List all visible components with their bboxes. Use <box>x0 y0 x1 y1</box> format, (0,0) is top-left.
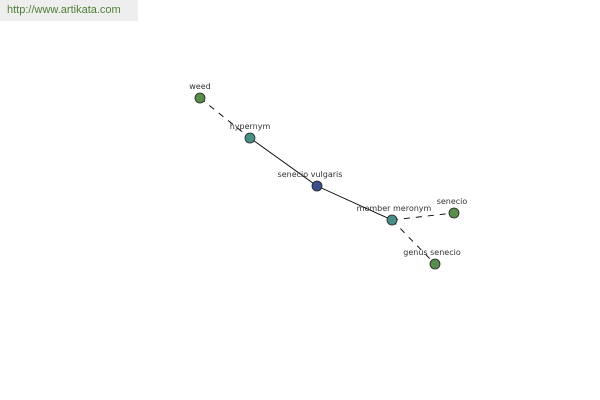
edge-member-meronym-senecio <box>391 212 455 221</box>
node-senecio[interactable] <box>448 207 460 219</box>
node-label-hypernym: hypernym <box>230 122 271 131</box>
site-url-watermark: http://www.artikata.com <box>0 0 138 21</box>
node-label-genus-senecio: genus senecio <box>403 248 461 257</box>
edge-senecio-vulgaris-member-meronym <box>316 185 393 221</box>
node-genus-senecio[interactable] <box>429 258 441 270</box>
node-label-member-meronym: member meronym <box>357 204 432 213</box>
node-hypernym[interactable] <box>244 132 256 144</box>
edge-member-meronym-genus-senecio <box>391 219 436 265</box>
node-label-senecio: senecio <box>437 197 468 206</box>
node-label-senecio-vulgaris: senecio vulgaris <box>278 170 343 179</box>
edge-hypernym-senecio-vulgaris <box>249 137 318 187</box>
node-member-meronym[interactable] <box>386 214 398 226</box>
node-senecio-vulgaris[interactable] <box>311 180 323 192</box>
edges-layer <box>199 97 455 265</box>
edge-weed-hypernym <box>199 97 251 139</box>
labels-layer: weed hypernym senecio vulgaris member meron… <box>189 82 467 257</box>
node-weed[interactable] <box>194 92 206 104</box>
nodes-layer <box>194 92 460 270</box>
node-label-weed: weed <box>189 82 210 91</box>
